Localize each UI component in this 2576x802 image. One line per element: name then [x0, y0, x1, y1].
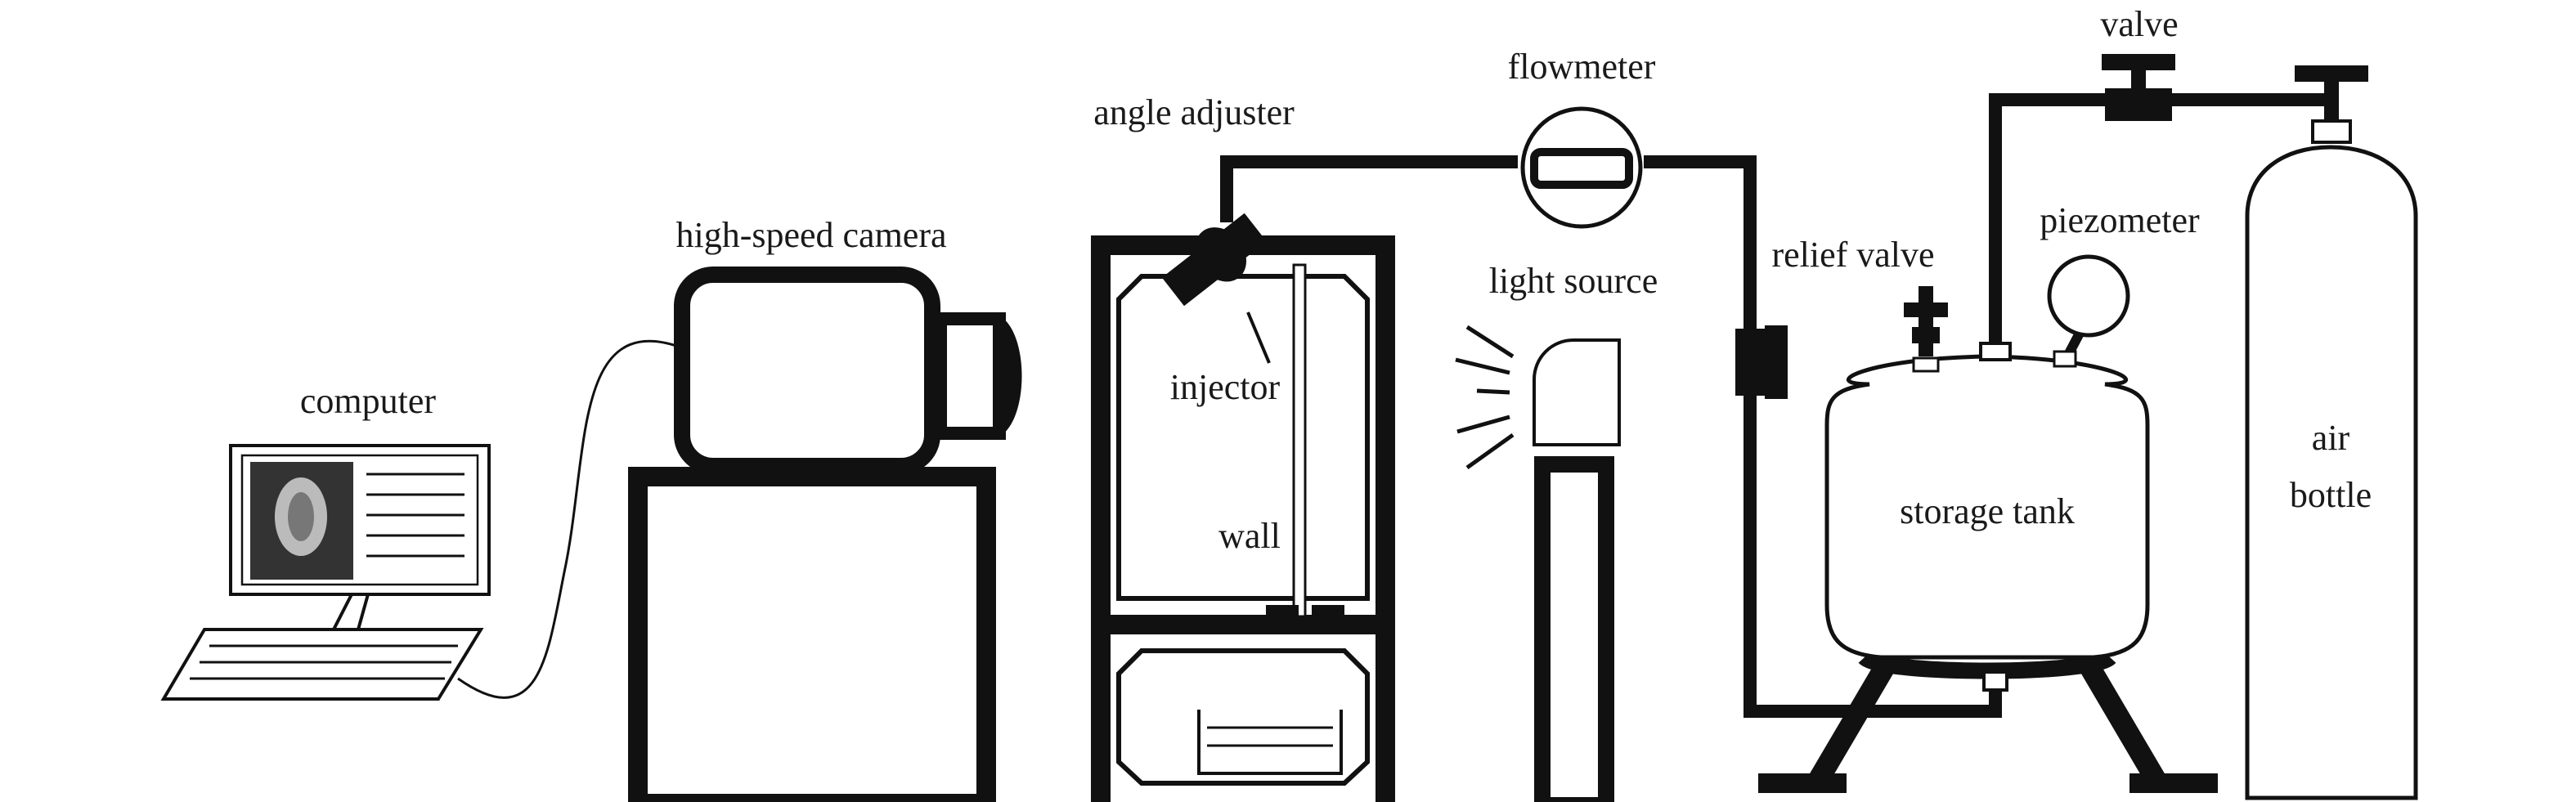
piezometer [2047, 254, 2130, 368]
wall-base-right [1312, 605, 1344, 618]
label-valve: valve [2100, 4, 2178, 44]
bottle-cylinder [2245, 145, 2418, 800]
valve-body [2105, 88, 2172, 121]
chamber-upper-window [1116, 274, 1370, 601]
flowmeter [1520, 106, 1643, 229]
label-angle-adjuster: angle adjuster [1093, 92, 1295, 132]
relief-valve-inline [1735, 325, 1788, 399]
computer-stand-left [332, 594, 353, 630]
pipe-tank-to-flowmeter [1644, 155, 2002, 718]
screen-text-lines [366, 473, 464, 558]
lamp-head [1533, 338, 1621, 446]
inline-valve-body [1735, 329, 1765, 396]
tank-foot-left [1758, 773, 1847, 793]
spray-chamber [1091, 213, 1395, 802]
camera-lens-front [996, 314, 1022, 438]
label-light-source: light source [1489, 261, 1658, 301]
screen-spray-image-core [288, 492, 314, 541]
bottle-valve-handle [2295, 65, 2368, 82]
label-storage-tank: storage tank [1900, 491, 2075, 531]
label-piezometer: piezometer [2040, 200, 2200, 240]
label-air-bottle-line2: bottle [2290, 475, 2372, 515]
storage-tank [1758, 254, 2218, 793]
pipe-to-injector [1220, 155, 1518, 222]
valve-stem [2131, 70, 2146, 88]
high-speed-camera [628, 267, 1022, 802]
keyboard-lines [190, 644, 458, 680]
label-wall: wall [1218, 516, 1281, 556]
injector-nozzle [1161, 213, 1267, 307]
computer [160, 444, 491, 701]
lamp-stand [1534, 456, 1614, 802]
label-computer: computer [300, 381, 437, 421]
label-injector: injector [1170, 367, 1281, 407]
flowmeter-display [1530, 148, 1633, 189]
camera-body [674, 267, 940, 474]
valve [2102, 54, 2175, 121]
wall-base-left [1266, 605, 1299, 618]
chamber-lower-window [1116, 648, 1370, 786]
piezometer-gauge [2047, 254, 2130, 338]
injector-needle [1246, 311, 1271, 364]
bottle-valve-stem [2324, 82, 2339, 121]
camera-table [628, 467, 996, 802]
collection-tray [1197, 710, 1343, 775]
inline-valve-handle [1765, 325, 1788, 399]
computer-stand-right [357, 594, 370, 630]
bottle-valve-collar [2311, 119, 2352, 144]
light-rays [1455, 325, 1515, 470]
camera-lens [934, 312, 1006, 440]
valve-handle [2102, 54, 2175, 70]
tank-top-port [1979, 342, 2012, 361]
label-high-speed-camera: high-speed camera [675, 215, 946, 255]
light-source [1455, 325, 1621, 802]
tank-bottom-port [1982, 670, 2008, 692]
camera-cable [457, 339, 680, 699]
air-bottle [2245, 65, 2418, 800]
label-air-bottle-line1: air [2312, 418, 2350, 458]
computer-keyboard [160, 628, 484, 701]
label-flowmeter: flowmeter [1508, 47, 1656, 87]
relief-valve [1904, 286, 1948, 373]
wall-plate [1292, 263, 1307, 618]
label-relief-valve: relief valve [1771, 235, 1934, 275]
tank-foot-right [2129, 773, 2218, 793]
